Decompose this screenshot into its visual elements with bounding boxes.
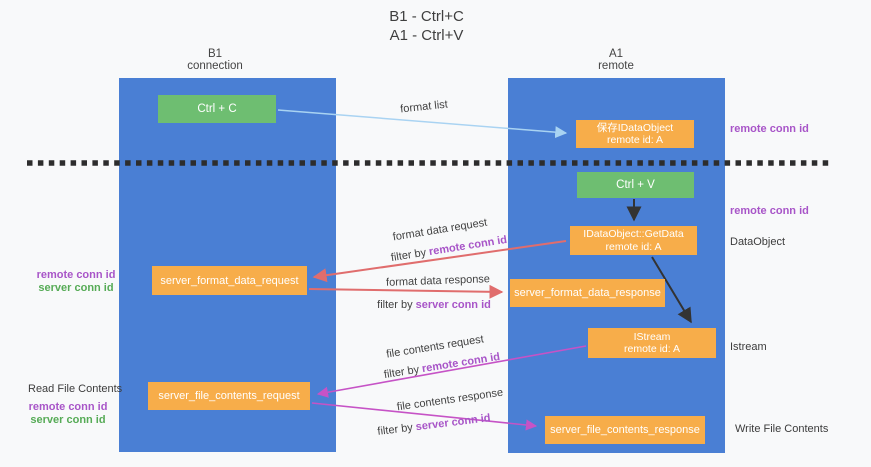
right-column-header: A1 remote <box>566 48 666 72</box>
node-idataobject-getdata: IDataObject::GetData remote id: A <box>570 226 697 255</box>
remote-conn-id-left-label: remote conn id <box>28 401 108 413</box>
server-conn-id-text: server conn id <box>415 299 491 311</box>
server-format-data-request-label: server_format_data_request <box>160 274 299 287</box>
server-conn-id-left-label: server conn id <box>30 414 106 426</box>
title-line-2: A1 - Ctrl+V <box>389 27 464 44</box>
server-file-contents-response-label: server_file_contents_response <box>550 424 700 436</box>
node-istream: IStream remote id: A <box>588 328 716 358</box>
filter-by-server-conn-id-label-1: filter by server conn id <box>377 299 491 311</box>
left-column-name: B1 <box>207 48 223 60</box>
ctrl-c-label: Ctrl + C <box>197 103 237 115</box>
ctrl-v-label: Ctrl + V <box>616 179 655 191</box>
istream-side-label: Istream <box>730 341 767 353</box>
right-column-role: remote <box>598 60 634 72</box>
node-server-file-contents-request: server_file_contents_request <box>148 382 310 410</box>
file-contents-request-arrow <box>316 345 587 398</box>
write-file-contents-label: Write File Contents <box>735 423 829 435</box>
remote-conn-id-side-label-top: remote conn id <box>730 123 809 135</box>
read-file-contents-label: Read File Contents <box>28 383 123 395</box>
format-data-request-arrow <box>312 240 567 283</box>
server-format-data-response-label: server_format_data_response <box>514 287 661 299</box>
getdata-line2: remote id: A <box>605 240 662 253</box>
title-line-1: B1 - Ctrl+C <box>389 8 464 25</box>
left-column-header: B1 connection <box>165 48 265 72</box>
node-save-dataobject: 保存IDataObject remote id: A <box>576 120 694 148</box>
format-list-arrow <box>277 109 568 139</box>
left-column-role: connection <box>187 60 243 72</box>
save-dataobject-line2: remote id: A <box>606 134 664 146</box>
getdata-line1: IDataObject::GetData <box>583 228 684 240</box>
diagram-title: B1 - Ctrl+C A1 - Ctrl+V <box>0 7 853 45</box>
getdata-to-istream-arrow <box>651 256 692 324</box>
filter-by-text: filter by <box>377 299 413 311</box>
left-conn-id-pair-bottom: remote conn id server conn id <box>12 401 124 427</box>
server-conn-id-left-label: server conn id <box>38 282 114 294</box>
remote-conn-id-left-label: remote conn id <box>36 269 116 281</box>
right-column-name: A1 <box>608 48 624 60</box>
dataobject-side-label: DataObject <box>730 236 786 248</box>
node-ctrl-v: Ctrl + V <box>577 172 694 198</box>
format-data-response-arrow <box>308 284 504 299</box>
server-file-contents-request-label: server_file_contents_request <box>158 390 300 402</box>
node-ctrl-c: Ctrl + C <box>158 95 276 123</box>
istream-line1: IStream <box>633 330 671 343</box>
remote-conn-id-side-label-mid: remote conn id <box>730 205 809 217</box>
left-conn-id-pair-top: remote conn id server conn id <box>20 269 132 295</box>
node-server-file-contents-response: server_file_contents_response <box>545 416 705 444</box>
save-dataobject-line1: 保存IDataObject <box>596 121 674 134</box>
node-server-format-data-response: server_format_data_response <box>510 279 665 307</box>
file-contents-response-arrow <box>311 402 538 431</box>
node-server-format-data-request: server_format_data_request <box>152 266 307 295</box>
istream-line2: remote id: A <box>623 343 681 355</box>
